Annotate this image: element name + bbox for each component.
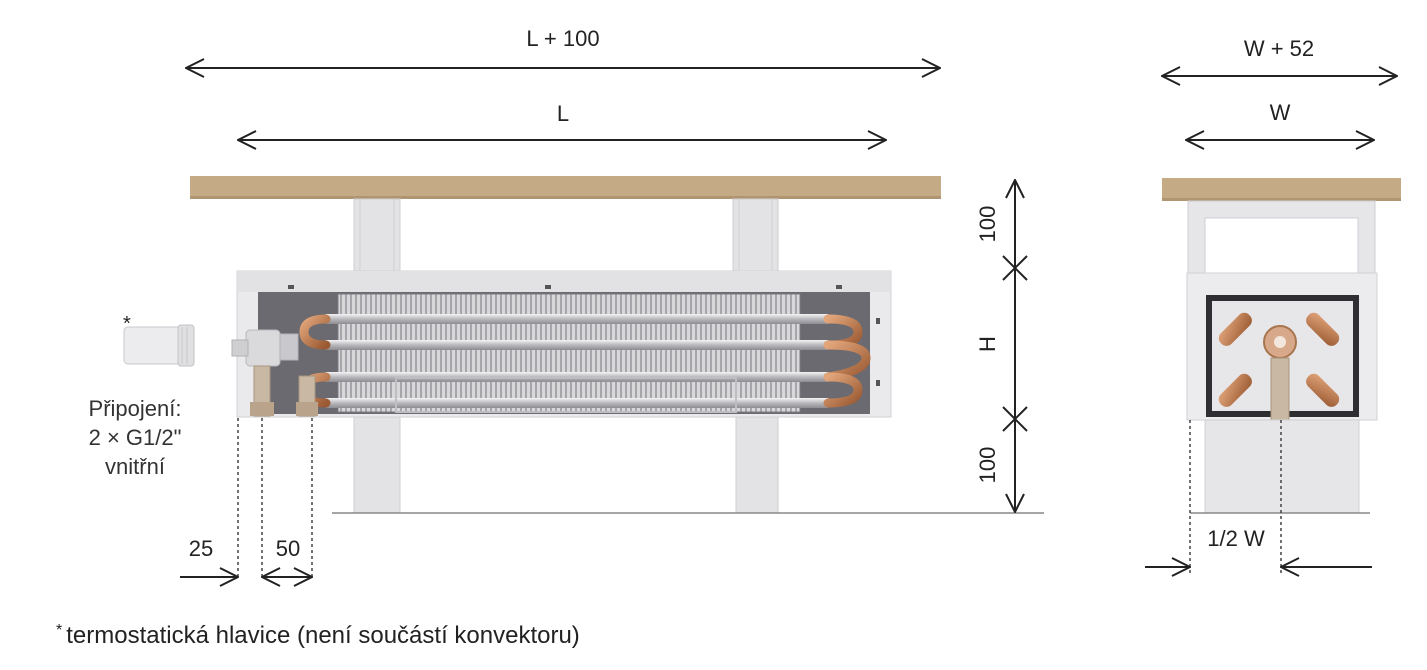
connection-line3: vnitřní [105, 454, 165, 479]
front-view: L + 100 L [123, 26, 1044, 580]
dim-top-clearance-label: 100 [975, 206, 1000, 243]
thermostatic-head [123, 324, 195, 367]
dim-length-label: L [557, 101, 569, 126]
side-bracket-frame [1187, 200, 1376, 274]
dim-total-width-label: W + 52 [1244, 36, 1314, 61]
footnote-text: termostatická hlavice (není součástí kon… [66, 622, 580, 649]
bracket-upper-right [732, 198, 779, 274]
thermostat-marker: * [123, 313, 131, 335]
pipe-offset-guides [237, 418, 313, 580]
connection-line2: 2 × G1/2" [88, 425, 182, 450]
dim-height-label: H [975, 336, 1000, 352]
valve-assembly [231, 329, 318, 417]
side-copper-tubes [1218, 312, 1340, 407]
dim-bottom-clearance-label: 100 [975, 447, 1000, 484]
connection-line1: Připojení: [88, 396, 182, 421]
dim-total-length-label: L + 100 [526, 26, 599, 51]
bracket-upper-left [353, 198, 401, 274]
leg-lower-right [735, 413, 779, 514]
dim-half-width-label: 1/2 W [1207, 526, 1265, 551]
wood-top-board [190, 176, 941, 199]
heat-exchanger-tubes [322, 314, 832, 408]
dim-pipe-spacing-label: 50 [276, 536, 300, 561]
side-view: W + 52 W [1145, 36, 1401, 575]
dim-valve-offset-label: 25 [189, 536, 213, 561]
footnote: *termostatická hlavice (není součástí ko… [56, 622, 580, 650]
leg-lower-left [353, 413, 401, 514]
side-wood-top [1162, 178, 1401, 201]
dim-width-label: W [1270, 100, 1291, 125]
side-valve [1263, 325, 1297, 421]
side-stand [1204, 419, 1360, 514]
heat-exchanger-fins [338, 294, 800, 412]
connection-label: Připojení: 2 × G1/2" vnitřní [60, 394, 210, 481]
footnote-marker: * [56, 622, 63, 639]
